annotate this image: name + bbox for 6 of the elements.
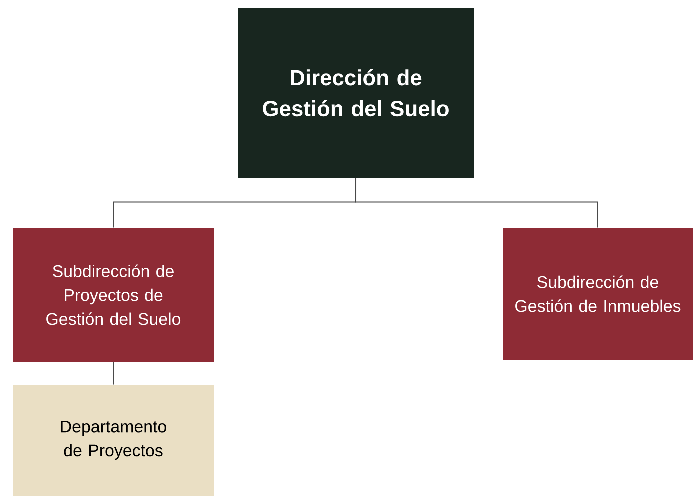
subdirectorate-box: Subdirección de Proyectos de Gestión del Suelo <box>13 228 214 362</box>
department-box: Departamento de Proyectos <box>13 384 214 496</box>
connector-line <box>113 362 114 386</box>
subdirectorate-box: Subdirección de Gestión de Inmuebles <box>503 228 693 360</box>
connector-line <box>356 178 598 228</box>
director-box: Dirección de Gestión del Suelo <box>238 8 474 178</box>
